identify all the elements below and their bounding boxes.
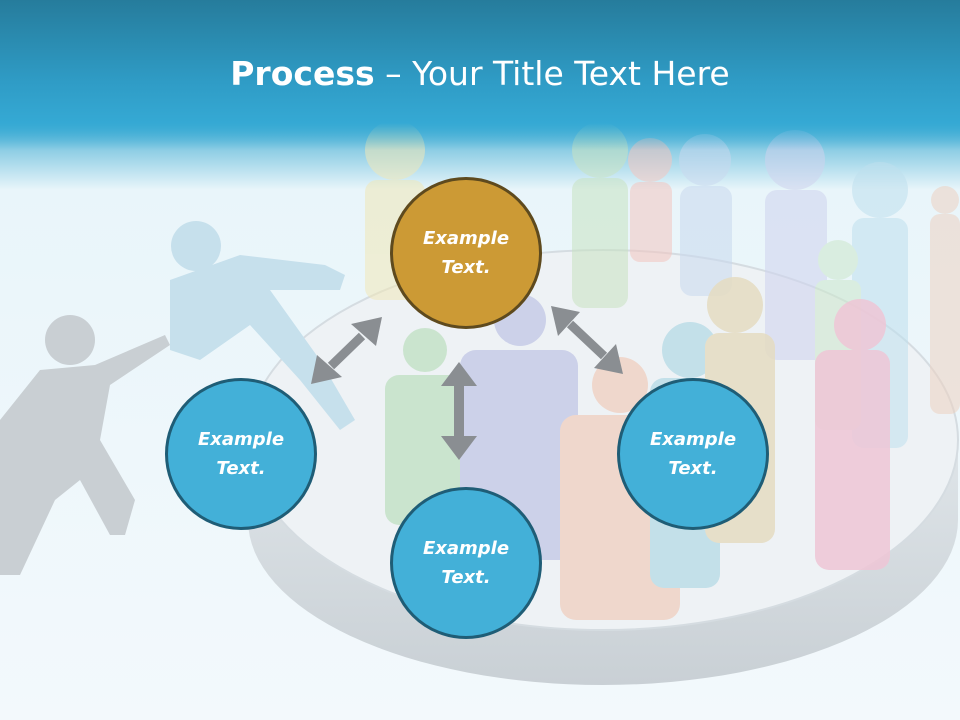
node-top-label: Example Text.: [422, 228, 510, 278]
slide-title: Process – Your Title Text Here: [0, 52, 960, 96]
node-left[interactable]: Example Text.: [165, 378, 317, 530]
title-band: [0, 0, 960, 150]
title-bold: Process: [230, 54, 375, 93]
node-right[interactable]: Example Text.: [617, 378, 769, 530]
helping-figures: [0, 221, 355, 575]
node-left-label: Example Text.: [197, 429, 285, 479]
title-rest: – Your Title Text Here: [374, 54, 730, 93]
node-right-label: Example Text.: [649, 429, 737, 479]
node-bottom[interactable]: Example Text.: [390, 487, 542, 639]
node-top[interactable]: Example Text.: [390, 177, 542, 329]
node-bottom-label: Example Text.: [422, 538, 510, 588]
